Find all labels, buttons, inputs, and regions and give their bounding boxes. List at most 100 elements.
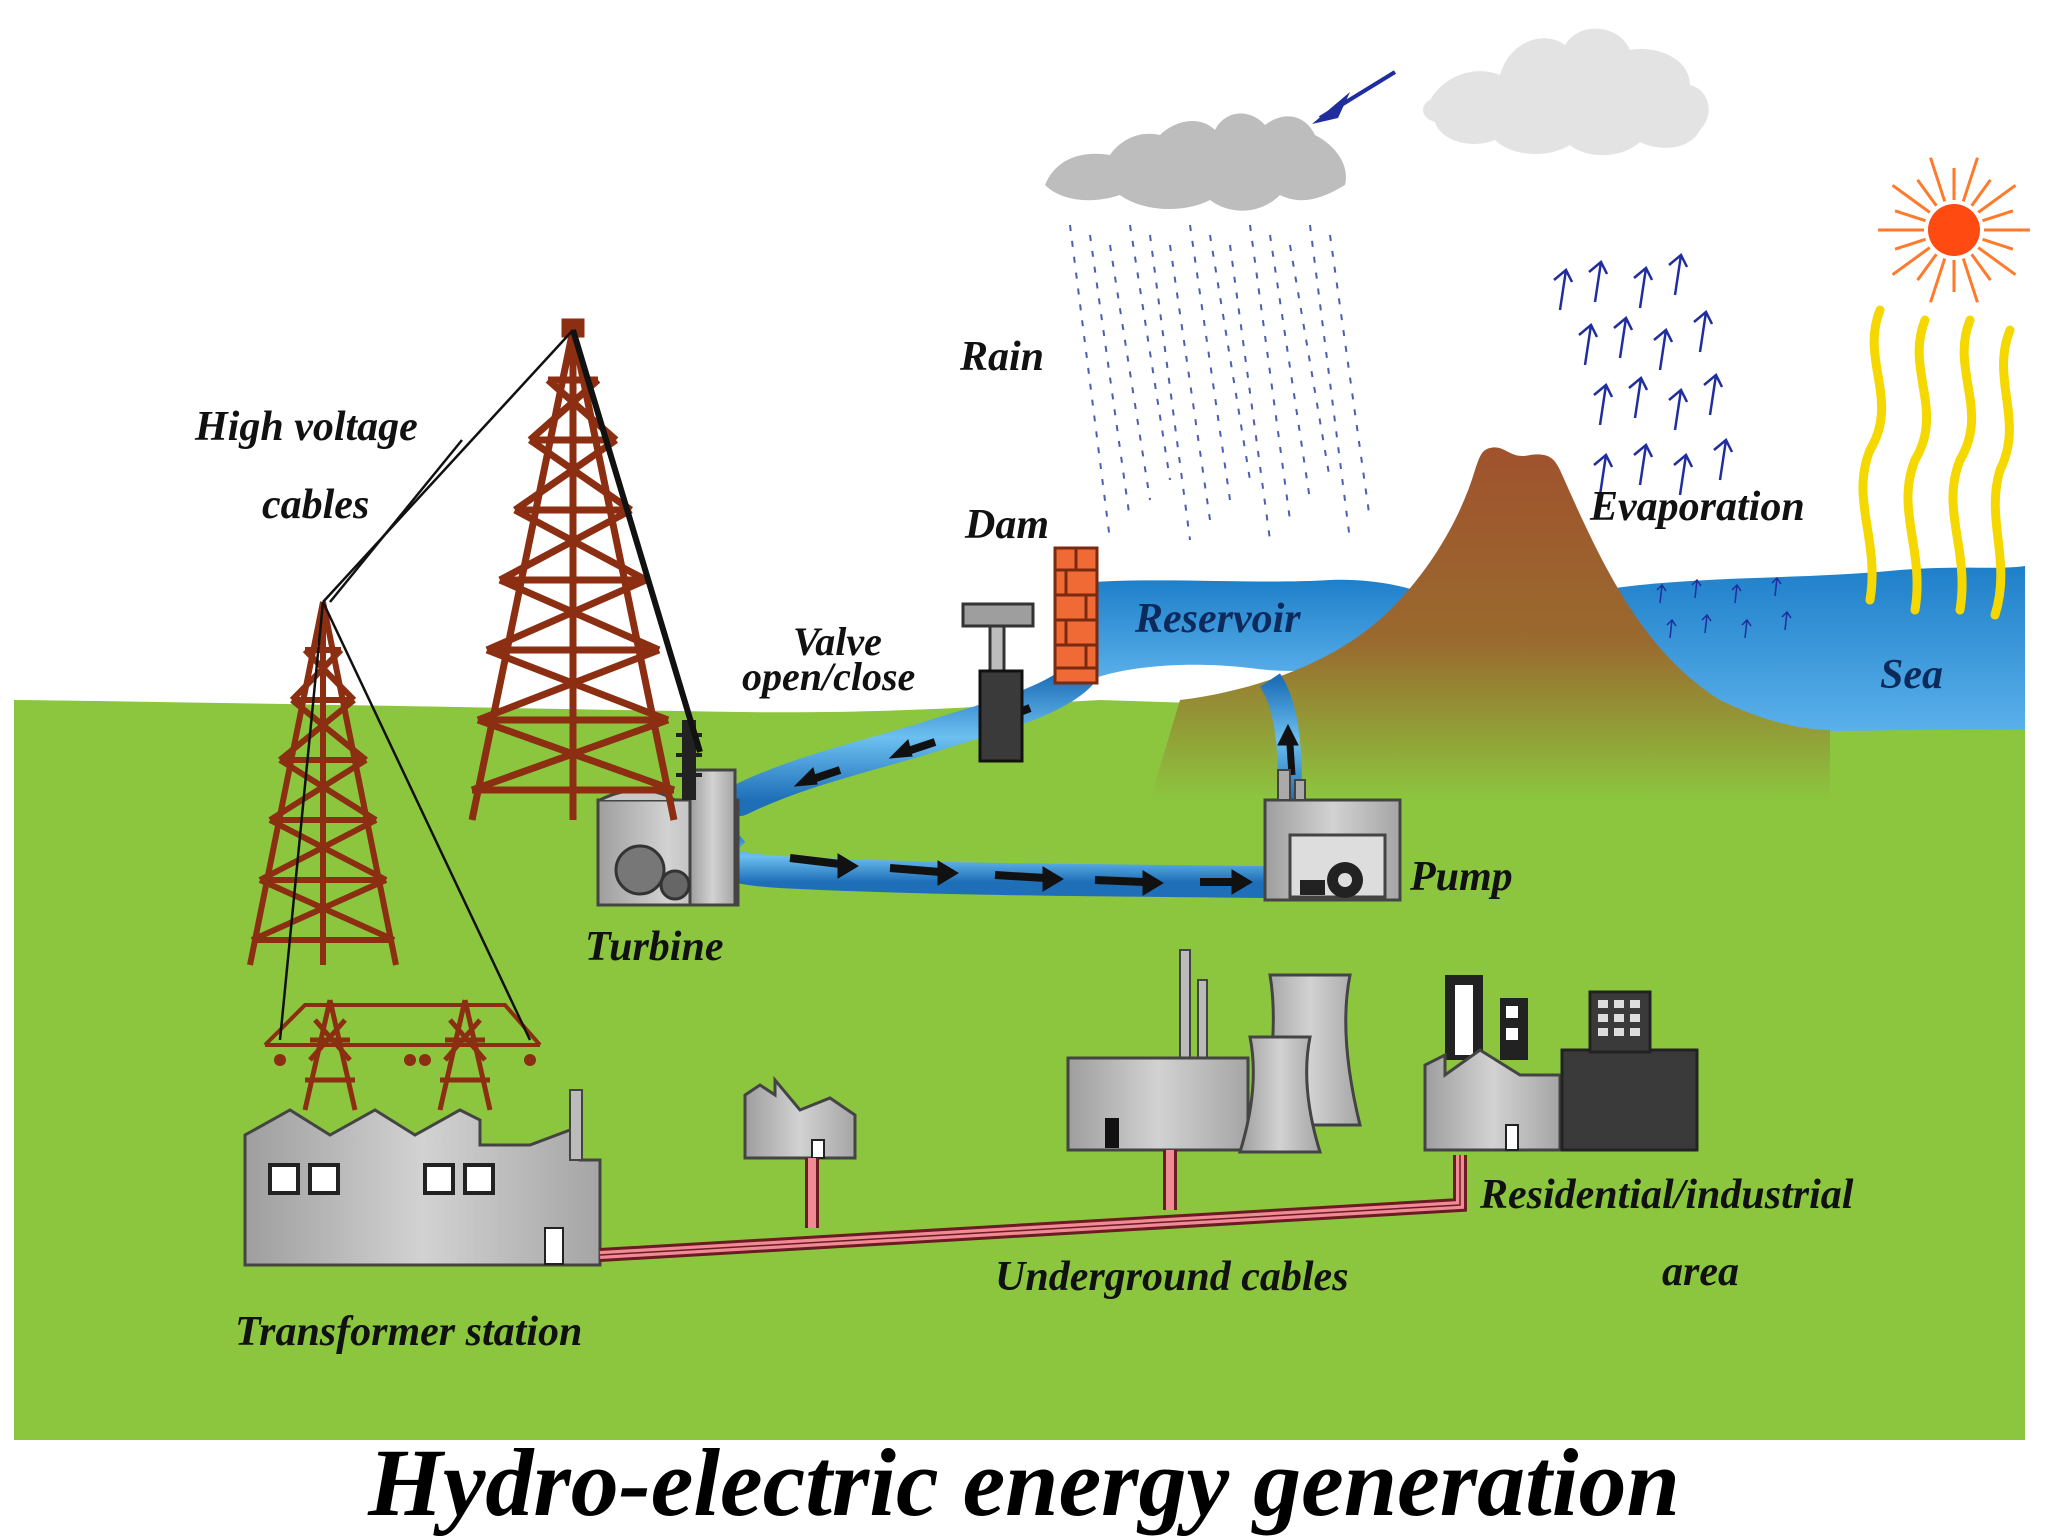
evaporation-arrow <box>1613 316 1634 359</box>
residential-buildings <box>1423 975 1699 1152</box>
evaporation-arrow <box>1633 443 1654 486</box>
flow-arrow-head <box>888 739 913 759</box>
flow-arrow-head <box>1277 723 1299 746</box>
rain-cloud <box>1045 113 1346 211</box>
evaporation-arrow <box>1593 383 1614 426</box>
sun-ray <box>1929 157 1947 202</box>
flow-arrow <box>1286 744 1296 776</box>
rain-drop <box>1129 224 1171 481</box>
rain-drop <box>1229 244 1271 541</box>
flow-arrow-head <box>1142 870 1164 896</box>
transformer-station <box>243 1089 602 1267</box>
flow-arrow-head <box>1042 866 1064 892</box>
rain-drop <box>1289 244 1331 481</box>
rain-drops <box>1069 224 1371 541</box>
evaporation-arrow <box>1693 310 1714 353</box>
sun-ray <box>1894 209 1926 223</box>
high-voltage-cables <box>278 329 703 1041</box>
pump-label: Pump <box>1409 854 1513 900</box>
valve <box>961 602 1035 763</box>
evaporation-arrow <box>1731 583 1742 604</box>
rain-drop <box>1309 224 1351 541</box>
rain-drop <box>1329 234 1371 521</box>
evaporation-arrow <box>1633 266 1654 309</box>
evaporation-arrows <box>1553 253 1792 639</box>
high-voltage-label-line1: High voltage <box>194 404 418 450</box>
rain-drop <box>1249 224 1291 521</box>
flow-arrow-head <box>793 767 818 787</box>
sun-ray <box>1961 258 1979 303</box>
wind-arrow <box>1312 70 1397 124</box>
mountain <box>1150 447 1830 800</box>
evaporation-arrow <box>1553 268 1574 311</box>
evaporation-cloud <box>1423 28 1709 156</box>
sun-ray <box>1891 246 1931 276</box>
rain-drop <box>1189 224 1231 501</box>
sun-ray <box>1916 178 1938 207</box>
evaporation-arrow <box>1588 260 1609 303</box>
insulators <box>274 1054 536 1066</box>
turbine-building <box>596 720 740 907</box>
sun-ray <box>1961 157 1979 202</box>
residential-label-line2: area <box>1662 1249 1739 1295</box>
sun-icon <box>1878 157 2030 303</box>
diagram-title: Hydro-electric energy generation <box>367 1429 1680 1536</box>
reservoir-label: Reservoir <box>1134 596 1301 642</box>
evaporation-arrow <box>1691 578 1702 599</box>
residential-label-line1: Residential/industrial <box>1479 1172 1854 1218</box>
pump-building <box>1263 769 1402 902</box>
sun-ray <box>1970 178 1992 207</box>
evaporation-arrow <box>1593 453 1614 496</box>
flow-arrow-head <box>837 853 859 879</box>
evaporation-arrow <box>1703 373 1724 416</box>
dam-label: Dam <box>964 502 1049 548</box>
evaporation-arrow <box>1628 376 1649 419</box>
evaporation-arrow <box>1578 323 1599 366</box>
evaporation-arrow <box>1668 253 1689 296</box>
sun-ray <box>1977 246 2017 276</box>
rain-drop <box>1069 224 1111 541</box>
evaporation-arrow <box>1656 583 1667 604</box>
valve-label-line1: Valve <box>793 619 882 664</box>
tall-transmission-tower <box>468 318 678 821</box>
sun-ray <box>1891 184 1931 214</box>
underground-cables <box>599 1150 1467 1262</box>
flow-arrow <box>889 864 941 876</box>
short-transmission-tower <box>247 601 399 966</box>
rain-drop <box>1169 244 1211 521</box>
sun-heat-rays <box>1858 305 2015 620</box>
rain-drop <box>1209 234 1251 481</box>
sun-ray <box>1916 253 1938 282</box>
flow-arrow-head <box>937 860 959 886</box>
evaporation-arrow <box>1701 613 1712 634</box>
rain-drop <box>1089 234 1131 521</box>
rain-drop <box>1149 234 1191 541</box>
sea-label: Sea <box>1880 652 1943 698</box>
evaporation-arrow <box>1771 576 1782 597</box>
evaporation-arrow <box>1666 618 1677 639</box>
penstock-pipe <box>724 659 1096 816</box>
sun-ray <box>1982 237 2014 251</box>
underground-cables-label: Underground cables <box>995 1254 1349 1300</box>
sun-ray <box>1982 209 2014 223</box>
valve-label-line2: open/close <box>742 654 915 699</box>
rain-drop <box>1269 234 1311 501</box>
sun-ray <box>1894 237 1926 251</box>
evaporation-arrow <box>1673 453 1694 496</box>
flow-arrow-head <box>1231 869 1253 895</box>
flow-arrow <box>1094 876 1146 886</box>
evaporation-arrow <box>1713 438 1734 481</box>
high-voltage-label-line2: cables <box>262 482 369 528</box>
small-house <box>743 1075 857 1160</box>
evaporation-arrow <box>1741 618 1752 639</box>
evaporation-arrow <box>1653 328 1674 371</box>
rain-label: Rain <box>959 334 1044 380</box>
flow-arrow <box>994 871 1046 882</box>
sun-ray <box>1977 184 2017 214</box>
dam <box>1053 546 1099 685</box>
evaporation-label: Evaporation <box>1589 484 1805 530</box>
evaporation-arrow <box>1668 388 1689 431</box>
industrial-plant <box>1066 949 1362 1154</box>
rain-drop <box>1109 244 1151 501</box>
